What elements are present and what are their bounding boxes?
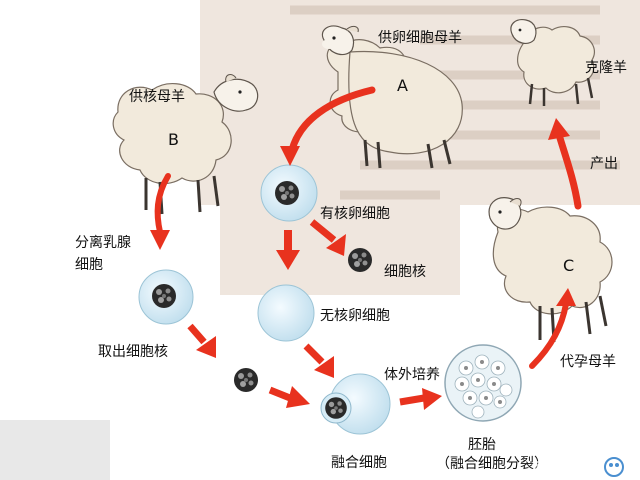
label-take-nucleus: 取出细胞核 bbox=[98, 344, 168, 360]
clone-sheep bbox=[511, 20, 594, 106]
label-birth: 产出 bbox=[590, 156, 618, 172]
label-enucleated-egg: 无核卵细胞 bbox=[320, 308, 390, 324]
label-nucleus-donor-sheep: 供核母羊 bbox=[129, 89, 185, 105]
nucleus-removed bbox=[348, 248, 372, 272]
cell-enucleated-egg bbox=[258, 285, 314, 341]
watermark: 悟空问答 bbox=[486, 456, 636, 478]
label-surrogate-sheep: 代孕母羊 bbox=[560, 354, 616, 370]
label-egg-donor-sheep: 供卵细胞母羊 bbox=[378, 30, 462, 46]
watermark-text: 悟空问答 bbox=[532, 458, 588, 478]
cell-separated-mammary bbox=[139, 270, 193, 324]
embryo bbox=[445, 345, 521, 421]
label-fused-cell: 融合细胞 bbox=[331, 455, 387, 471]
label-separate-mammary-cell: 分离乳腺细胞 bbox=[75, 232, 135, 276]
cell-nucleated-egg bbox=[261, 165, 317, 221]
letter-c: C bbox=[563, 258, 574, 274]
letter-a: A bbox=[397, 78, 408, 94]
nucleus-extracted bbox=[234, 368, 258, 392]
label-in-vitro-culture: 体外培养 bbox=[384, 367, 440, 383]
cell-fused bbox=[321, 374, 390, 434]
letter-b: B bbox=[168, 132, 179, 148]
label-cell-nucleus: 细胞核 bbox=[384, 264, 426, 280]
label-embryo: 胚胎 bbox=[468, 437, 496, 453]
sheep-c bbox=[489, 198, 612, 342]
label-nucleated-egg: 有核卵细胞 bbox=[320, 206, 390, 222]
label-clone-sheep: 克隆羊 bbox=[585, 60, 627, 76]
